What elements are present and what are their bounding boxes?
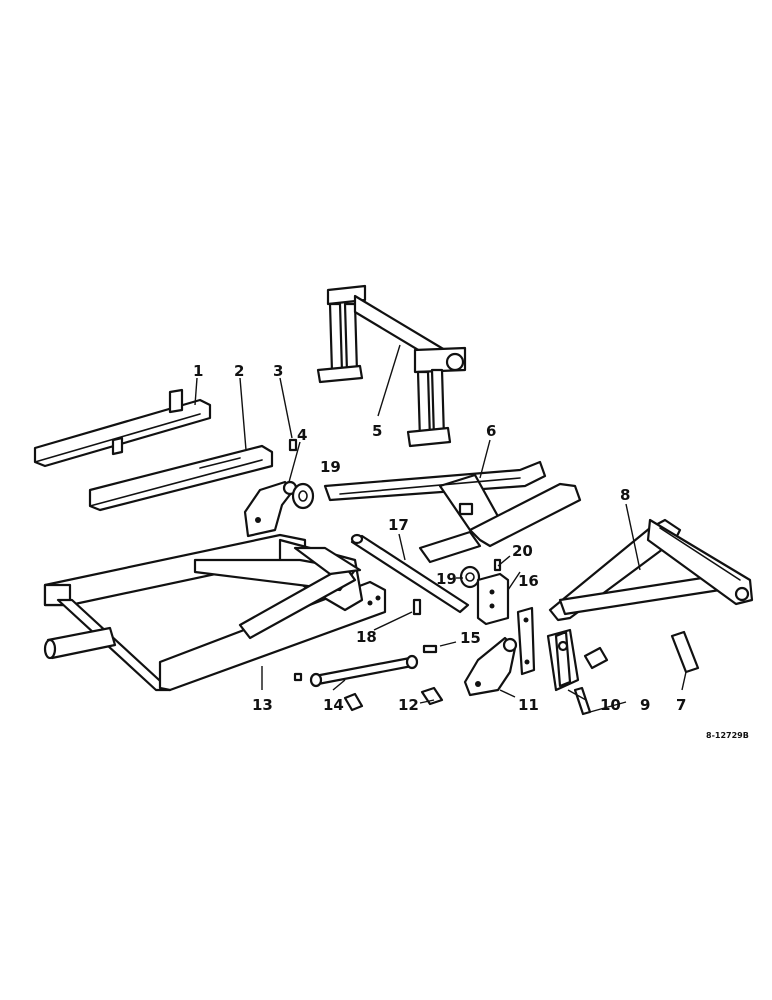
callout-12: 12 xyxy=(398,696,419,714)
callout-19-upper: 19 xyxy=(320,458,341,476)
callout-5: 5 xyxy=(372,422,382,440)
part-6-frame xyxy=(323,460,582,564)
part-3-key xyxy=(288,438,298,452)
callout-13: 13 xyxy=(252,696,273,714)
callout-20: 20 xyxy=(512,542,533,560)
callout-4: 4 xyxy=(297,426,307,444)
callout-6: 6 xyxy=(486,422,496,440)
part-17-rod xyxy=(350,533,470,614)
part-16-block xyxy=(476,572,510,626)
callout-3: 3 xyxy=(273,362,283,380)
callout-19-lower: 19 xyxy=(436,570,457,588)
part-18-clip xyxy=(412,598,422,616)
part-4-bracket xyxy=(243,480,298,538)
callout-15: 15 xyxy=(460,629,481,647)
callout-11: 11 xyxy=(518,696,539,714)
callout-16: 16 xyxy=(518,572,539,590)
callout-labels: 1 2 3 4 19 5 6 8 17 20 19 16 18 15 13 14… xyxy=(193,362,749,740)
part-1-bar xyxy=(33,388,212,468)
callout-7: 7 xyxy=(676,696,686,714)
part-2-bar xyxy=(88,444,274,512)
callout-8: 8 xyxy=(620,486,630,504)
part-19-bushing-upper xyxy=(291,482,315,510)
part-7-pin xyxy=(670,630,700,674)
callout-2: 2 xyxy=(234,362,244,380)
pin-near-14 xyxy=(343,692,364,712)
callout-1: 1 xyxy=(193,362,203,380)
drawing-number: 8-12729B xyxy=(706,731,749,740)
part-14-link-rod xyxy=(293,654,419,688)
callout-9: 9 xyxy=(640,696,650,714)
callout-17: 17 xyxy=(388,516,409,534)
part-15-pin xyxy=(422,644,438,654)
callout-18: 18 xyxy=(356,628,377,646)
part-10-link xyxy=(546,628,580,692)
part-19-bushing-lower xyxy=(459,565,481,589)
link-plate-a xyxy=(516,606,536,676)
callout-14: 14 xyxy=(323,696,344,714)
part-5-axle-assembly xyxy=(316,284,467,448)
part-12-pin xyxy=(420,686,444,706)
callout-10: 10 xyxy=(600,696,621,714)
part-8-a-frame xyxy=(548,518,754,622)
leader-lines xyxy=(194,344,687,713)
part-11-bracket xyxy=(463,636,518,697)
part-13-main-frame xyxy=(43,533,387,692)
